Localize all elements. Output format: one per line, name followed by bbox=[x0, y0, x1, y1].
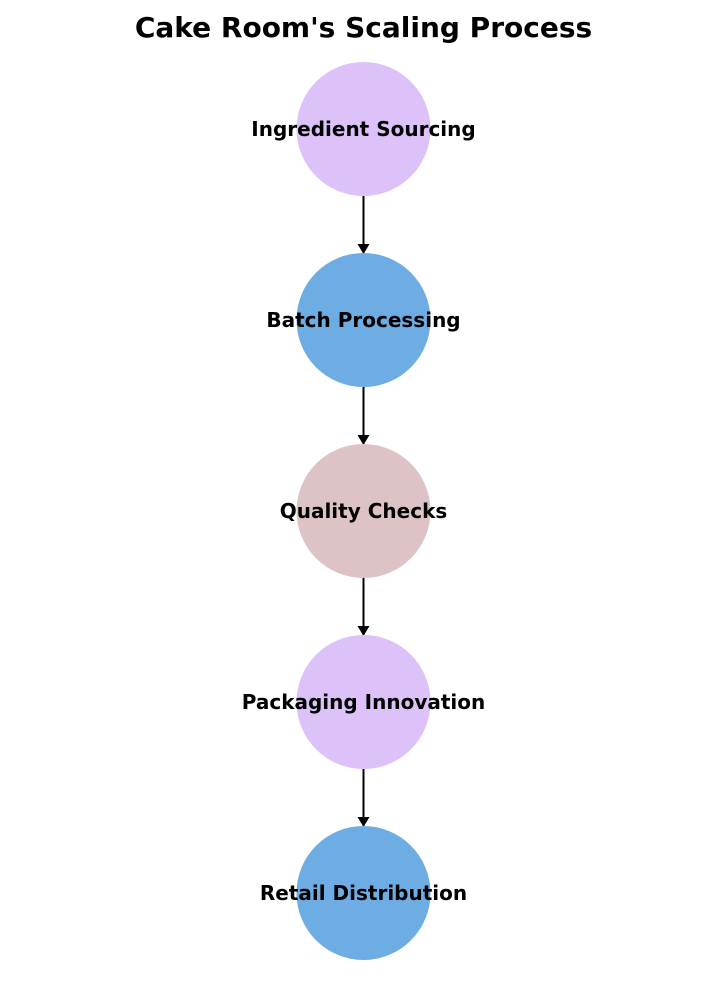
process-node-label: Batch Processing bbox=[266, 308, 460, 332]
process-node-circle bbox=[296, 62, 431, 196]
process-node: Retail Distribution bbox=[260, 826, 467, 960]
process-node-circle bbox=[296, 253, 431, 387]
process-node: Batch Processing bbox=[266, 253, 461, 387]
process-node-label: Ingredient Sourcing bbox=[251, 117, 475, 141]
process-node-circle bbox=[296, 444, 431, 578]
process-node-circle bbox=[296, 635, 431, 769]
process-node: Quality Checks bbox=[280, 444, 448, 578]
process-node: Ingredient Sourcing bbox=[251, 62, 476, 196]
process-node-label: Quality Checks bbox=[280, 499, 448, 523]
process-node-label: Retail Distribution bbox=[260, 881, 467, 905]
process-node-label: Packaging Innovation bbox=[242, 690, 486, 714]
process-node-circle bbox=[296, 826, 431, 960]
process-node: Packaging Innovation bbox=[242, 635, 486, 769]
diagram-title: Cake Room's Scaling Process bbox=[134, 11, 593, 44]
